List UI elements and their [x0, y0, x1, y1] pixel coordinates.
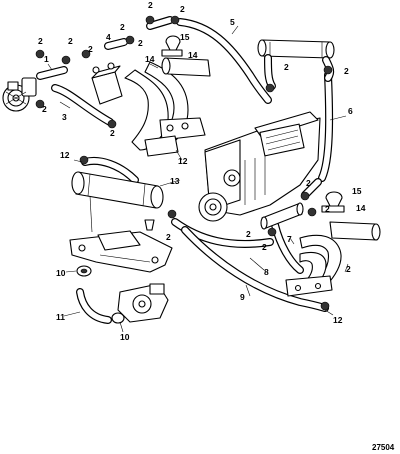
- callout-label: 2: [166, 232, 171, 242]
- callout-label: 7: [287, 234, 292, 244]
- callout-label: 1: [44, 54, 49, 64]
- clamp-10-lower: [111, 312, 125, 324]
- clamp-10-upper: [76, 265, 92, 277]
- callout-label: 14: [188, 50, 198, 60]
- callout-label: 12: [333, 315, 343, 325]
- callout-label: 2: [344, 66, 349, 76]
- callout-label: 2: [246, 229, 251, 239]
- mounting-bracket: [69, 230, 173, 273]
- callout-label: 4: [106, 32, 111, 42]
- callout-label: 2: [68, 36, 73, 46]
- hose-11: [76, 288, 112, 324]
- exhaust-manifold-right: [285, 221, 381, 297]
- callout-label: 10: [120, 332, 130, 342]
- callout-label: 5: [230, 17, 235, 27]
- callout-label: 2: [138, 38, 143, 48]
- hose-3: [51, 84, 114, 126]
- hose-upper-short: [146, 16, 174, 30]
- raw-water-pump: [2, 77, 37, 112]
- circulating-pump: [117, 283, 169, 323]
- callout-label: 15: [180, 32, 190, 42]
- callout-label: 6: [348, 106, 353, 116]
- elbow-15-right: [321, 191, 345, 213]
- callout-labels: 2 2 1 2 2 3 2 2 2 4 2 2 15 14 14 5 2 2 6…: [38, 0, 366, 342]
- callout-label: 13: [170, 176, 180, 186]
- callout-label: 9: [240, 292, 245, 302]
- drain-plug: [144, 219, 155, 231]
- callout-label: 12: [178, 156, 188, 166]
- hose-1: [36, 66, 68, 80]
- callout-label: 2: [38, 36, 43, 46]
- callout-label: 14: [145, 54, 155, 64]
- callout-label: 2: [306, 178, 311, 188]
- callout-label: 2: [120, 22, 125, 32]
- callout-label: 12: [60, 150, 70, 160]
- callout-label: 2: [88, 44, 93, 54]
- callout-label: 15: [352, 186, 362, 196]
- callout-label: 10: [56, 268, 66, 278]
- callout-label: 11: [56, 312, 65, 322]
- leader-lines: [47, 25, 349, 333]
- hose-13: [81, 157, 139, 184]
- callout-label: 8: [264, 267, 269, 277]
- hose-5: [176, 18, 272, 104]
- callout-label: 2: [325, 204, 330, 214]
- figure-number: 27504: [372, 443, 395, 452]
- callout-label: 14: [356, 203, 366, 213]
- hose-4: [104, 38, 128, 50]
- upper-cooler-tube: [257, 39, 335, 59]
- callout-label: 3: [62, 112, 67, 122]
- tube-7: [260, 202, 304, 230]
- callout-label: 2: [284, 62, 289, 72]
- fuel-cooler: [91, 62, 123, 105]
- engine-block: [198, 111, 321, 222]
- hose-6: [318, 71, 334, 182]
- callout-label: 2: [148, 0, 153, 10]
- heat-exchanger: [71, 171, 164, 209]
- exhaust-manifold-left: [124, 57, 211, 157]
- callout-label: 2: [110, 128, 115, 138]
- callout-label: 2: [262, 242, 267, 252]
- hose-9: [181, 226, 329, 312]
- callout-label: 2: [346, 264, 351, 274]
- leader-line: [89, 195, 93, 233]
- elbow-right-top: [264, 54, 335, 90]
- callout-label: 2: [180, 4, 185, 14]
- hose-clamps: [35, 15, 333, 311]
- hose-7-lower: [271, 221, 304, 274]
- callout-label: 2: [42, 104, 47, 114]
- elbow-15-top: [161, 35, 183, 57]
